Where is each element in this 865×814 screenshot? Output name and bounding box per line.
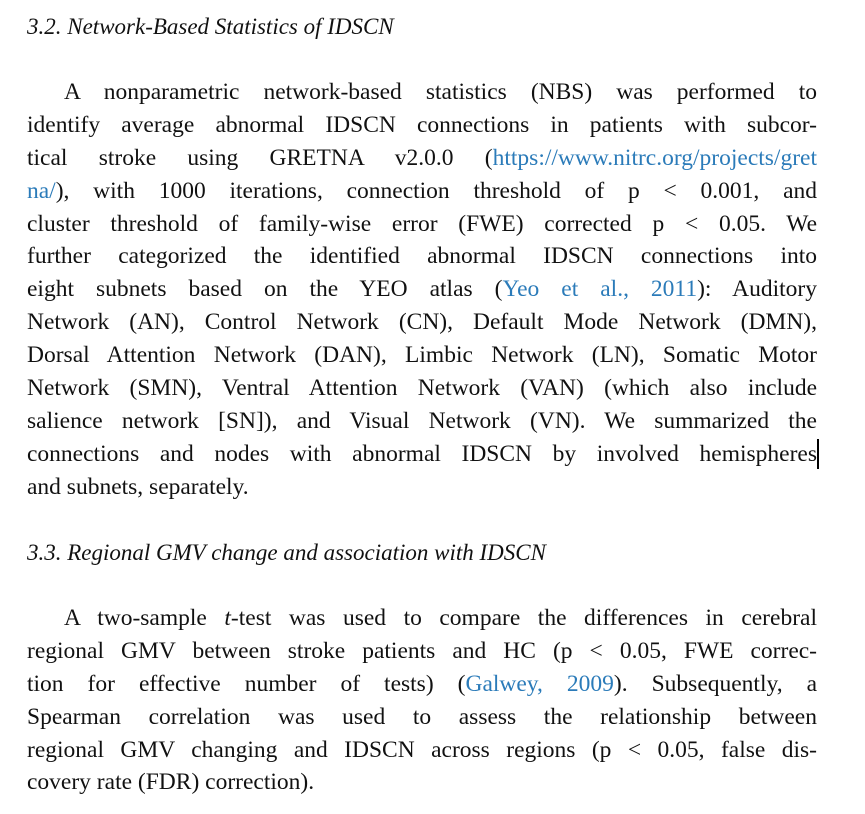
text-span: Network (AN), Control Network (CN), Defa… xyxy=(27,309,817,336)
text-line: and subnets, separately. xyxy=(27,471,817,504)
text-line: regional GMV changing and IDSCN across r… xyxy=(27,734,817,767)
text-line: cluster threshold of family-wise error (… xyxy=(27,208,817,241)
text-span: cluster threshold of family-wise error (… xyxy=(27,210,817,237)
text-line: Spearman correlation was used to assess … xyxy=(27,701,817,734)
text-span: ). Subsequently, a xyxy=(613,670,818,697)
text-span: connections and nodes with abnormal IDSC… xyxy=(27,440,817,467)
text-line: A two-sample t-test was used to compare … xyxy=(27,602,817,635)
section-heading-3-2: 3.2. Network-Based Statistics of IDSCN xyxy=(27,14,394,39)
text-line: regional GMV between stroke patients and… xyxy=(27,635,817,668)
text-line: Dorsal Attention Network (DAN), Limbic N… xyxy=(27,339,817,372)
paragraph-gmv: A two-sample t-test was used to compare … xyxy=(27,602,817,799)
text-line: A nonparametric network-based statistics… xyxy=(27,76,817,109)
reference-link[interactable]: Galwey, 2009 xyxy=(465,670,614,697)
text-line: further categorized the identified abnor… xyxy=(27,240,817,273)
text-line: identify average abnormal IDSCN connecti… xyxy=(27,109,817,142)
text-line: eight subnets based on the YEO atlas (Ye… xyxy=(27,273,817,306)
text-span: Spearman correlation was used to assess … xyxy=(27,703,817,730)
text-span: regional GMV changing and IDSCN across r… xyxy=(27,736,817,763)
text-line: tical stroke using GRETNA v2.0.0 (https:… xyxy=(27,142,817,175)
text-span: identify average abnormal IDSCN connecti… xyxy=(27,111,817,138)
text-span: and subnets, separately. xyxy=(27,473,249,500)
text-line: tion for effective number of tests) (Gal… xyxy=(27,668,817,701)
text-line: na/), with 1000 iterations, connection t… xyxy=(27,175,817,208)
text-span: regional GMV between stroke patients and… xyxy=(27,637,817,664)
text-span: eight subnets based on the YEO atlas ( xyxy=(27,276,503,303)
section-heading-3-3: 3.3. Regional GMV change and association… xyxy=(27,540,546,565)
text-span: salience network [SN]), and Visual Netwo… xyxy=(27,407,817,434)
text-line: covery rate (FDR) correction). xyxy=(27,766,817,799)
text-span: covery rate (FDR) correction). xyxy=(27,769,315,796)
italic-text: t xyxy=(224,605,231,631)
paragraph-nbs: A nonparametric network-based statistics… xyxy=(27,76,819,504)
text-cursor xyxy=(817,439,819,469)
text-line: Network (SMN), Ventral Attention Network… xyxy=(27,372,817,405)
text-span: -test was used to compare the difference… xyxy=(230,605,817,631)
text-span: A nonparametric network-based statistics… xyxy=(64,79,817,105)
text-span: tical stroke using GRETNA v2.0.0 ( xyxy=(27,144,493,171)
text-span: ), with 1000 iterations, connection thre… xyxy=(55,177,817,204)
text-span: A two-sample xyxy=(64,605,225,631)
reference-link[interactable]: https://www.nitrc.org/projects/gret xyxy=(492,144,817,171)
text-span: Network (SMN), Ventral Attention Network… xyxy=(27,375,817,402)
text-line: connections and nodes with abnormal IDSC… xyxy=(27,438,817,471)
text-line: salience network [SN]), and Visual Netwo… xyxy=(27,405,817,438)
reference-link[interactable]: na/ xyxy=(27,177,56,204)
reference-link[interactable]: Yeo et al., 2011 xyxy=(502,276,698,303)
text-span: Dorsal Attention Network (DAN), Limbic N… xyxy=(27,342,817,369)
text-line: Network (AN), Control Network (CN), Defa… xyxy=(27,306,817,339)
text-span: tion for effective number of tests) ( xyxy=(27,670,466,697)
text-span: further categorized the identified abnor… xyxy=(27,243,817,270)
text-span: ): Auditory xyxy=(697,276,817,303)
